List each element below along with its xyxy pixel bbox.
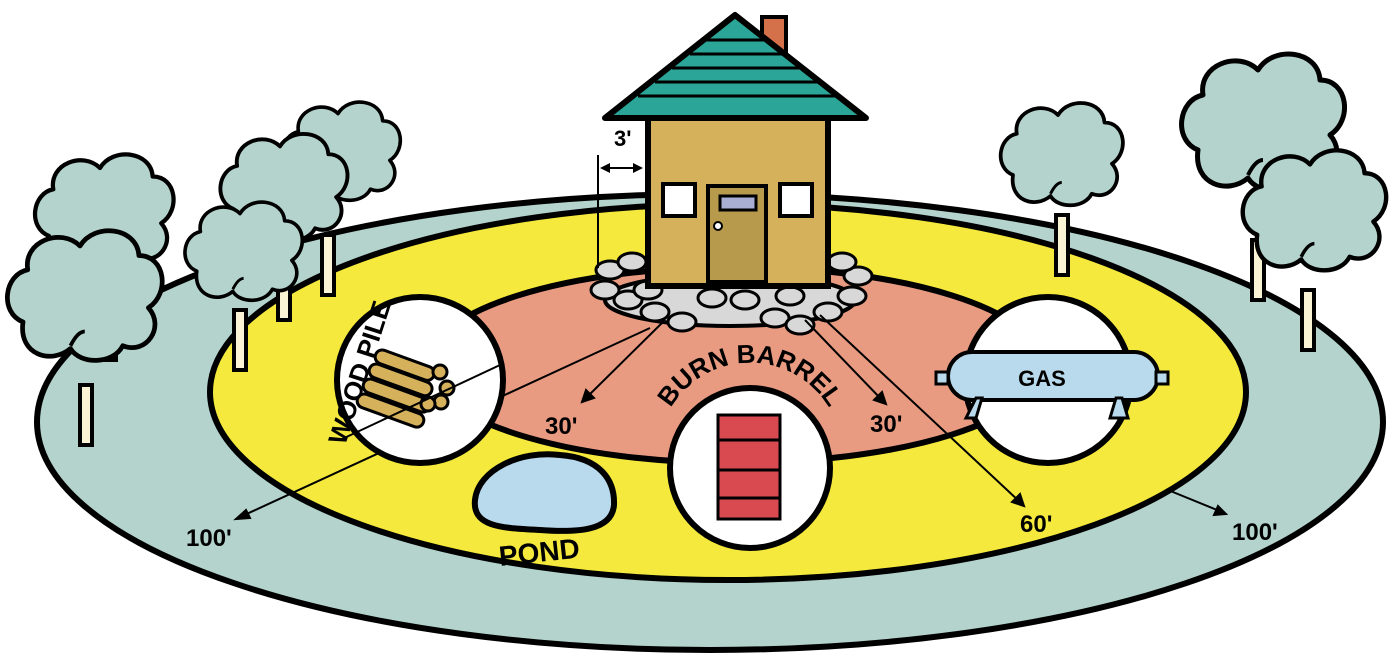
zone-30-left-label: 30'	[545, 413, 577, 440]
zone-30-right-label: 30'	[870, 411, 902, 438]
door-knob	[713, 221, 723, 231]
clearance-marker	[597, 155, 643, 268]
zone-100-left-label: 100'	[186, 525, 232, 552]
door-window	[718, 194, 758, 212]
arrow-through-woodpile	[339, 364, 501, 441]
gas-tank-icon	[934, 294, 1170, 466]
barrel-icon	[667, 385, 833, 551]
window-left	[661, 182, 697, 218]
zone-60-label: 60'	[1020, 511, 1052, 538]
pond-icon	[471, 451, 618, 534]
zone-100-right-label: 100'	[1232, 519, 1278, 546]
house-icon	[602, 12, 869, 289]
window-right	[778, 182, 814, 218]
gas-label: GAS	[1018, 366, 1066, 391]
clearance-label: 3'	[614, 126, 631, 151]
